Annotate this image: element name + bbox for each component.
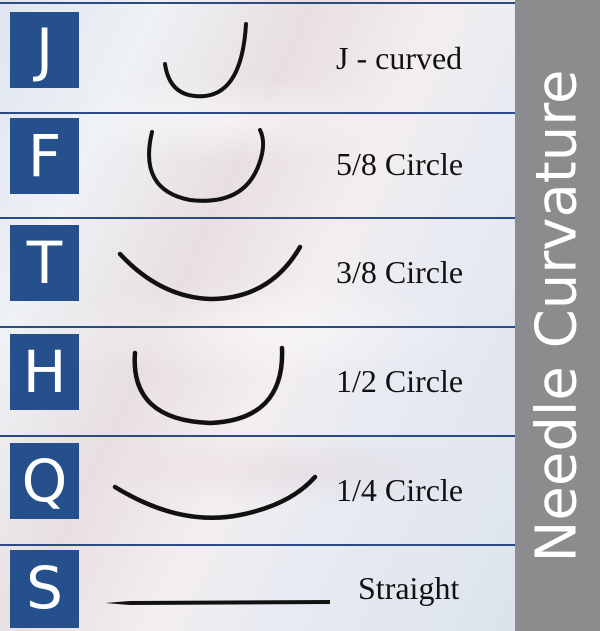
- half-circle-needle-icon: [132, 345, 285, 426]
- curvature-label: 1/2 Circle: [336, 363, 464, 399]
- curvature-label: 5/8 Circle: [336, 146, 464, 182]
- row-j-curved: J J - curved: [0, 2, 515, 114]
- j-curved-needle-icon: [163, 22, 248, 99]
- curvature-label: Straight: [358, 570, 460, 606]
- curvature-label: 1/4 Circle: [336, 472, 464, 508]
- sidebar-panel: Needle Curvature: [515, 0, 600, 631]
- letter-badge: H: [10, 334, 79, 410]
- row-five-eighths-circle: F 5/8 Circle: [0, 112, 515, 219]
- five-eighths-circle-needle-icon: [147, 128, 266, 203]
- row-half-circle: H 1/2 Circle: [0, 328, 515, 437]
- row-straight: S Straight: [0, 546, 515, 631]
- sidebar-title: Needle Curvature: [524, 69, 590, 563]
- row-quarter-circle: Q 1/4 Circle: [0, 437, 515, 546]
- curvature-label: 3/8 Circle: [336, 254, 464, 290]
- letter-badge: J: [10, 12, 79, 88]
- quarter-circle-needle-icon: [112, 474, 318, 520]
- curvature-label: J - curved: [336, 39, 463, 76]
- letter-badge: T: [10, 225, 79, 301]
- straight-needle-icon: [105, 600, 330, 605]
- letter-badge: F: [10, 118, 79, 194]
- row-three-eighths-circle: T 3/8 Circle: [0, 219, 515, 328]
- three-eighths-circle-needle-icon: [117, 244, 303, 302]
- letter-badge: S: [10, 550, 79, 628]
- letter-badge: Q: [10, 443, 79, 519]
